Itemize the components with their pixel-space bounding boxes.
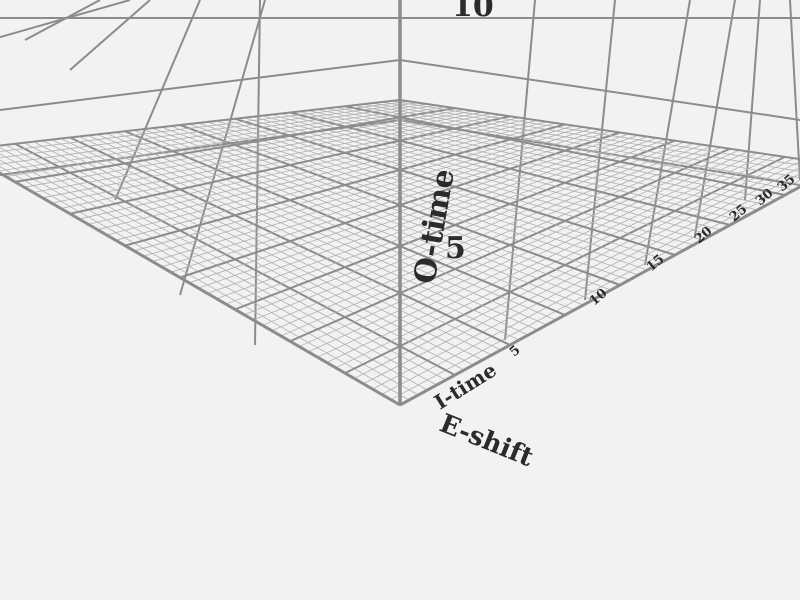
- wall-grid-line: [69, 0, 151, 71]
- floor-grid-line: [0, 99, 401, 147]
- depth-axis-title: E-shift: [435, 409, 537, 473]
- floor-grid-line: [280, 113, 721, 231]
- floor-grid-line: [354, 104, 795, 191]
- floor-grid-line: [0, 102, 419, 159]
- right-tick-label-25: 25: [727, 202, 751, 225]
- wall-grid-line: [744, 0, 761, 201]
- floor-grid-line: [289, 111, 731, 226]
- floor-grid-line: [399, 99, 800, 161]
- wall-grid-line: [114, 0, 201, 201]
- wall-grid-line: [0, 59, 401, 111]
- wall-grid-line: [399, 59, 800, 121]
- floor-grid-line: [0, 103, 428, 165]
- wall-grid-line: [504, 0, 536, 341]
- floor-grid-line: [390, 100, 800, 166]
- floor-grid-line: [344, 105, 786, 196]
- floor-grid-line: [0, 105, 437, 172]
- floor-grid-line: [271, 114, 712, 236]
- wall-grid-line: [789, 0, 800, 181]
- wall-grid-line: [0, 0, 131, 39]
- wall-grid-line: [644, 0, 691, 266]
- wall-grid-line: [584, 0, 616, 301]
- right-tick-label-5: 5: [507, 343, 524, 360]
- wall-grid-line: [24, 0, 101, 41]
- wall-grid-line: [694, 0, 736, 236]
- floor-grid-line: [399, 185, 800, 406]
- floor-grid-line: [134, 125, 575, 252]
- vertical-tick-label-10: 10: [452, 0, 494, 24]
- axis-lines: [0, 0, 800, 407]
- vertical-tick-label-5: 5: [445, 231, 466, 266]
- front-axis-title: I-time: [430, 358, 501, 415]
- floor-grid-line: [5, 106, 446, 177]
- floor-grid-line: [381, 101, 800, 172]
- floor-grid-line: [363, 103, 800, 185]
- floor-grid-line: [24, 109, 465, 188]
- floor-grid-line: [335, 106, 776, 201]
- right-tick-label-10: 10: [587, 286, 611, 309]
- left-floor-edge: [0, 171, 401, 407]
- right-floor-edge: [399, 185, 800, 407]
- floor-grid-line: [0, 153, 428, 391]
- floor-grid-line: [14, 107, 456, 183]
- floor-grid-line: [372, 102, 800, 179]
- floor-grid-line: [0, 100, 410, 152]
